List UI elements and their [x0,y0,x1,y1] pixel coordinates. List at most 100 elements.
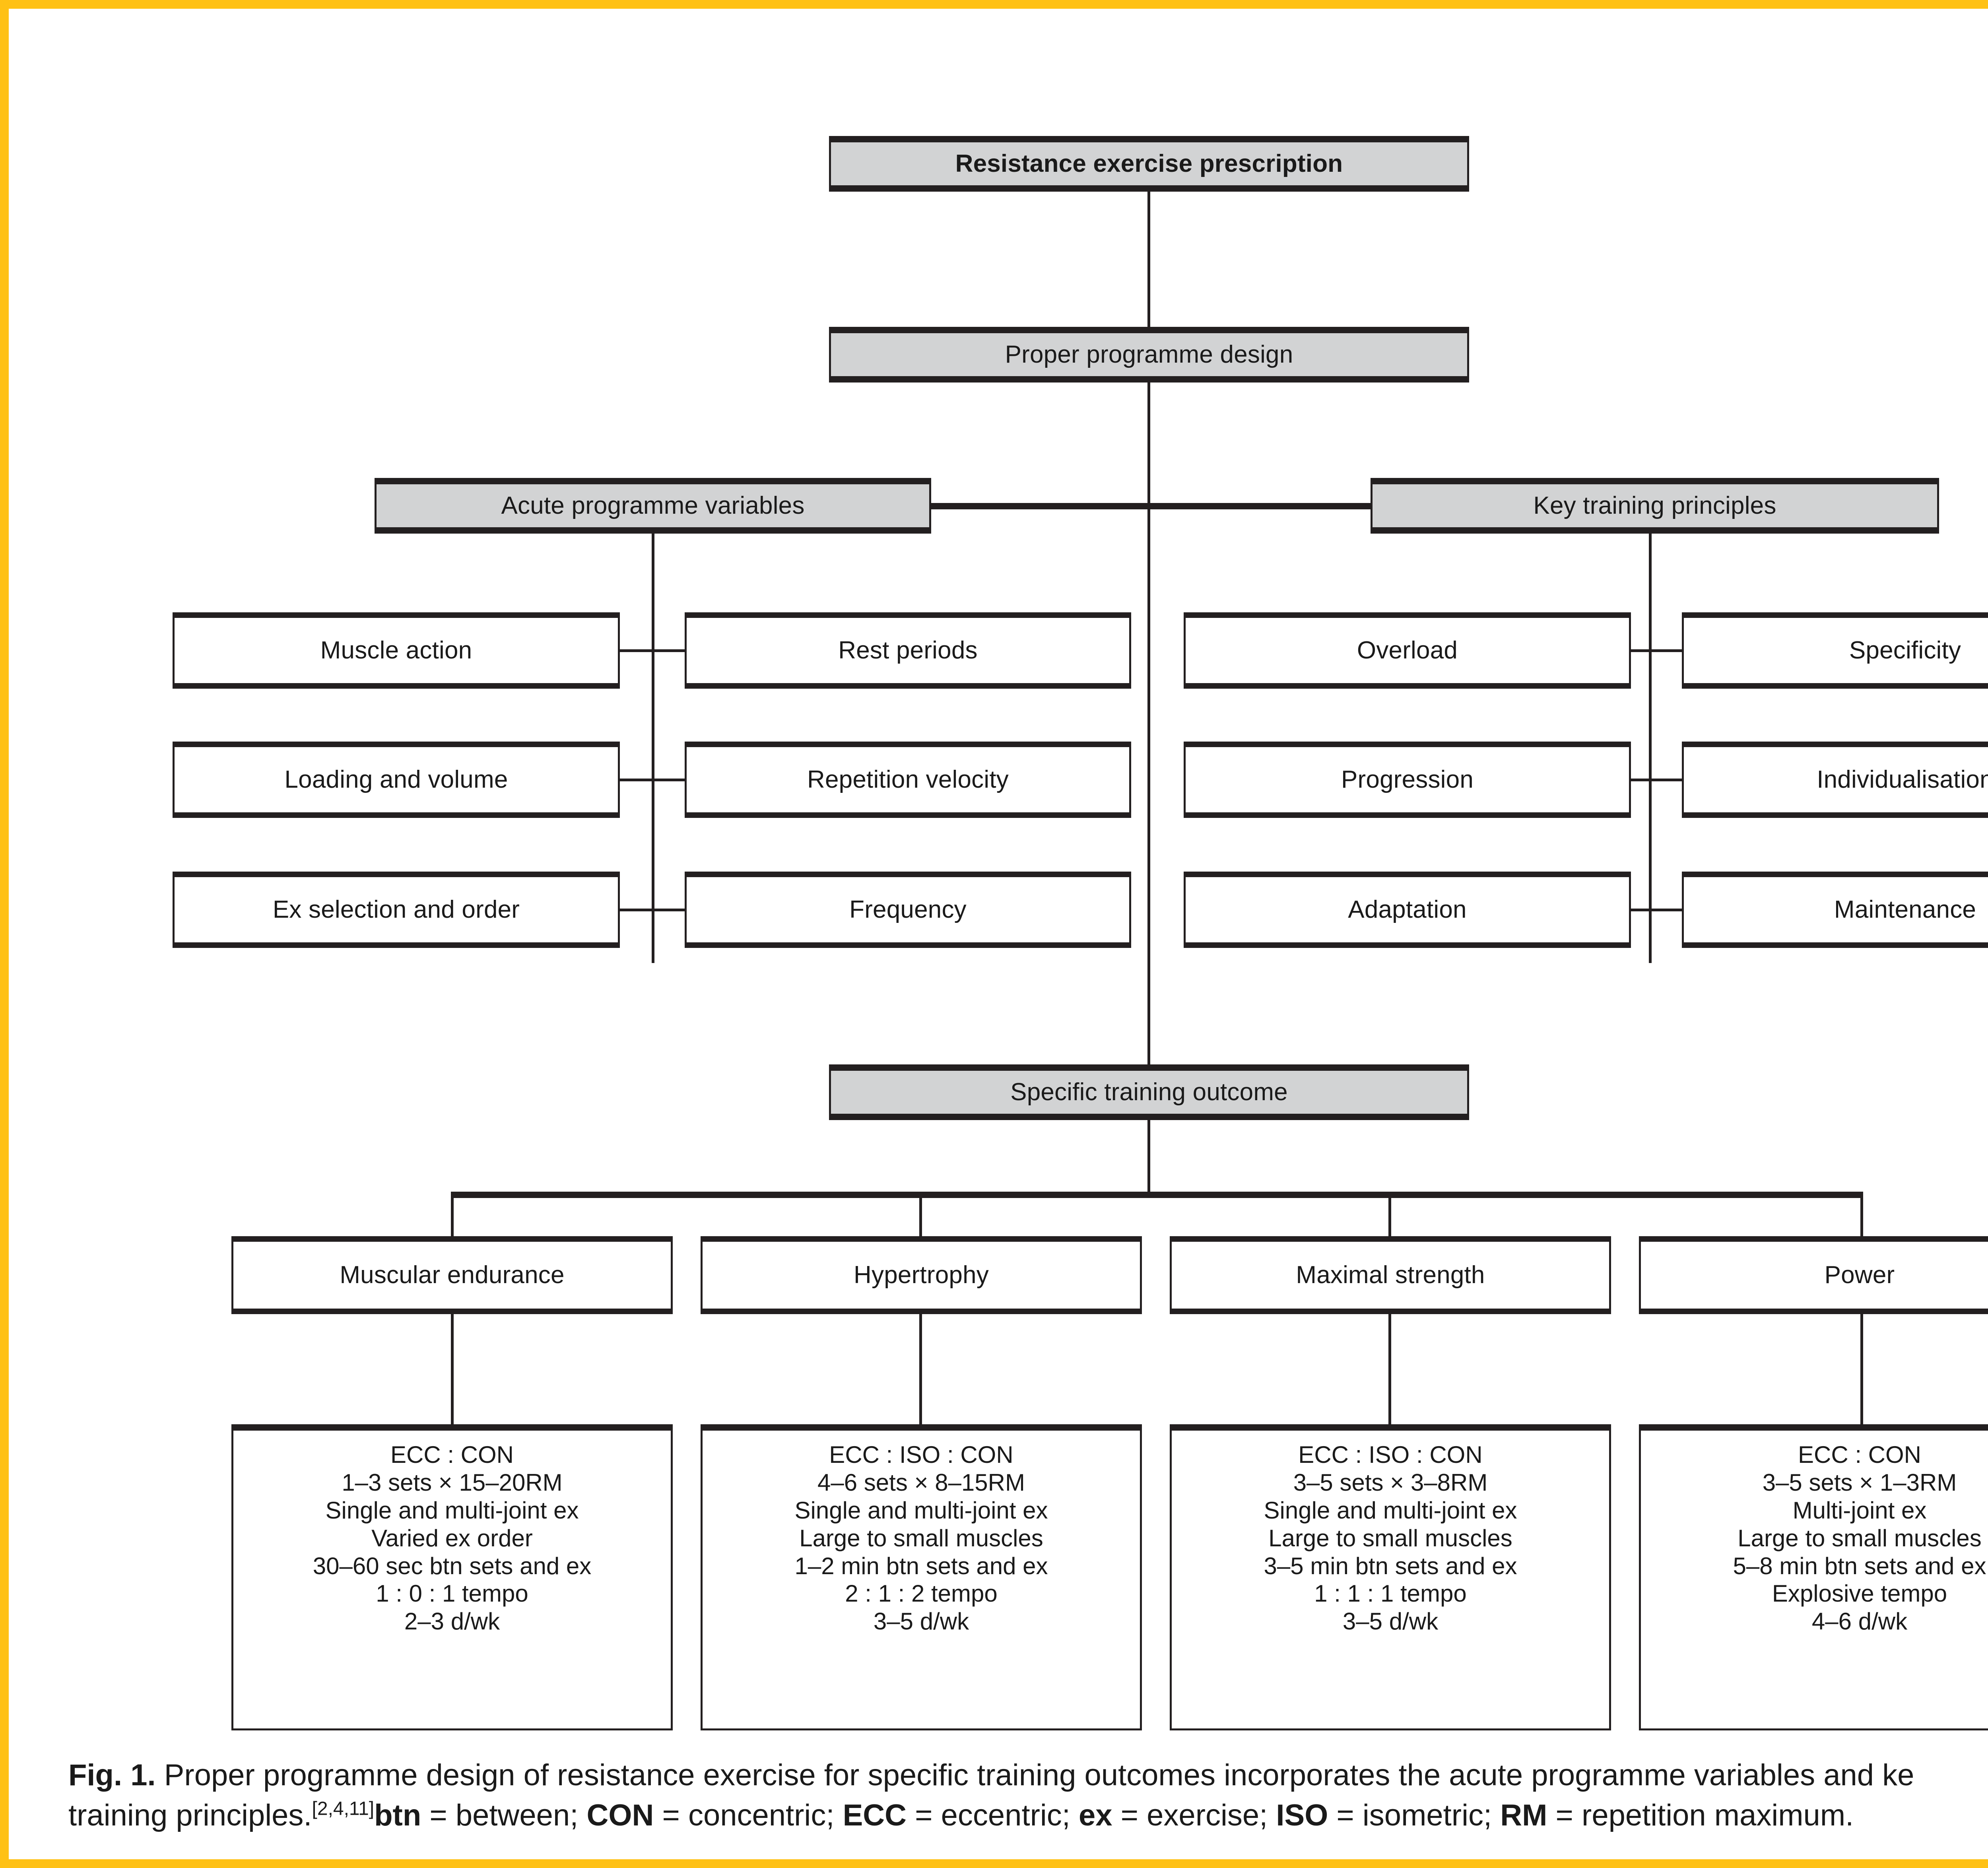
detail-line: Explosive tempo [1772,1580,1947,1607]
abbr-term-ex: ex [1079,1798,1112,1833]
connector-row2-right [652,779,687,781]
connector-row1-left [619,649,655,652]
detail-line: 1–2 min btn sets and ex [794,1552,1048,1579]
node-acute-programme-variables: Acute programme variables [375,478,931,534]
detail-line: ECC : ISO : CON [1298,1441,1483,1468]
node-label: Individualisation [1817,766,1988,794]
detail-line: Large to small muscles [1268,1524,1512,1551]
abbr-def-rm: = repetition maximum. [1547,1798,1854,1833]
node-overload: Overload [1184,612,1631,689]
caption-figure-label: Fig. 1. [68,1758,156,1792]
node-individualisation: Individualisation [1682,742,1988,818]
node-label: Muscular endurance [340,1261,565,1289]
abbr-def-iso: = isometric; [1328,1798,1501,1833]
connector-acute-trunk [652,534,654,963]
connector-outcome-distributor-bar [451,1192,1863,1198]
detail-lines: ECC : CON 3–5 sets × 1–3RM Multi-joint e… [1641,1441,1988,1635]
detail-line: 5–8 min btn sets and ex [1733,1552,1986,1579]
node-label: Rest periods [838,637,978,664]
detail-line: Large to small muscles [1738,1524,1982,1551]
node-label: Acute programme variables [501,492,805,520]
detail-line: 3–5 sets × 3–8RM [1293,1469,1488,1496]
abbr-def-ex: = exercise; [1112,1798,1276,1833]
node-label: Key training principles [1533,492,1776,520]
node-label: Muscle action [320,637,472,664]
detail-line: Varied ex order [371,1524,533,1551]
connector-spine-to-principles [1147,503,1372,509]
connector-root-to-design [1147,192,1150,327]
connector-row3-left [619,909,655,911]
node-progression: Progression [1184,742,1631,818]
detail-line: Large to small muscles [799,1524,1043,1551]
abbr-def-ecc: = eccentric; [907,1798,1079,1833]
connector-rrow3-left [1630,909,1652,911]
detail-line: 4–6 sets × 8–15RM [817,1469,1025,1496]
connector-hypertrophy-to-detail [919,1314,922,1428]
node-rest-periods: Rest periods [685,612,1131,689]
node-label: Power [1824,1261,1895,1289]
detail-line: 1 : 0 : 1 tempo [376,1580,528,1607]
node-ex-selection-and-order: Ex selection and order [173,872,620,948]
connector-drop-power [1860,1192,1863,1236]
node-label: Repetition velocity [807,766,1009,794]
connector-rrow2-right [1649,779,1685,781]
caption-line-1-text: Proper programme design of resistance ex… [155,1758,1914,1792]
detail-line: 3–5 min btn sets and ex [1264,1552,1517,1579]
detail-line: 4–6 d/wk [1811,1608,1908,1635]
node-label: Frequency [849,896,967,924]
connector-principles-trunk [1649,534,1652,963]
detail-line: ECC : ISO : CON [829,1441,1013,1468]
connector-endurance-to-detail [451,1314,454,1428]
caption-line-2: training principles.[2,4,11]btn = betwee… [68,1795,1988,1835]
detail-line: Single and multi-joint ex [794,1497,1048,1524]
node-label: Proper programme design [1005,341,1293,369]
connector-outcome-to-distributor [1147,1120,1150,1196]
node-muscle-action: Muscle action [173,612,620,689]
detail-line: 30–60 sec btn sets and ex [313,1552,592,1579]
node-outcome-muscular-endurance: Muscular endurance [231,1236,673,1314]
node-label: Progression [1341,766,1474,794]
detail-line: 3–5 d/wk [873,1608,969,1635]
detail-lines: ECC : ISO : CON 3–5 sets × 3–8RM Single … [1172,1441,1609,1635]
node-frequency: Frequency [685,872,1131,948]
connector-rrow1-left [1630,649,1652,652]
detail-line: ECC : CON [390,1441,514,1468]
node-label: Specificity [1849,637,1961,664]
detail-line: 1 : 1 : 1 tempo [1314,1580,1467,1607]
node-specific-training-outcome: Specific training outcome [829,1064,1469,1120]
figure-caption: Fig. 1. Proper programme design of resis… [68,1755,1988,1835]
node-outcome-maximal-strength: Maximal strength [1170,1236,1611,1314]
detail-line: 1–3 sets × 15–20RM [342,1469,563,1496]
detail-box-power: ECC : CON 3–5 sets × 1–3RM Multi-joint e… [1639,1424,1988,1730]
detail-line: Multi-joint ex [1792,1497,1927,1524]
node-label: Maximal strength [1296,1261,1485,1289]
connector-drop-maximal-strength [1388,1192,1391,1236]
caption-reference: [2,4,11] [312,1798,375,1819]
node-label: Hypertrophy [854,1261,989,1289]
node-adaptation: Adaptation [1184,872,1631,948]
connector-drop-muscular-endurance [451,1192,454,1236]
node-outcome-hypertrophy: Hypertrophy [701,1236,1142,1314]
detail-line: ECC : CON [1798,1441,1922,1468]
detail-line: Single and multi-joint ex [325,1497,579,1524]
node-label: Resistance exercise prescription [955,150,1343,178]
node-repetition-velocity: Repetition velocity [685,742,1131,818]
abbr-term-iso: ISO [1276,1798,1328,1833]
connector-power-to-detail [1860,1314,1863,1428]
connector-rrow1-right [1649,649,1685,652]
node-proper-programme-design: Proper programme design [829,327,1469,383]
detail-line: 2 : 1 : 2 tempo [845,1580,998,1607]
node-label: Adaptation [1348,896,1467,924]
node-resistance-exercise-prescription: Resistance exercise prescription [829,136,1469,192]
node-label: Specific training outcome [1010,1078,1288,1106]
abbr-def-btn: = between; [421,1798,587,1833]
node-specificity: Specificity [1682,612,1988,689]
detail-lines: ECC : CON 1–3 sets × 15–20RM Single and … [233,1441,671,1635]
connector-drop-hypertrophy [919,1192,922,1236]
node-label: Overload [1357,637,1458,664]
abbr-def-con: = concentric; [654,1798,843,1833]
connector-row1-right [652,649,687,652]
connector-main-spine [1147,383,1150,1074]
node-loading-and-volume: Loading and volume [173,742,620,818]
